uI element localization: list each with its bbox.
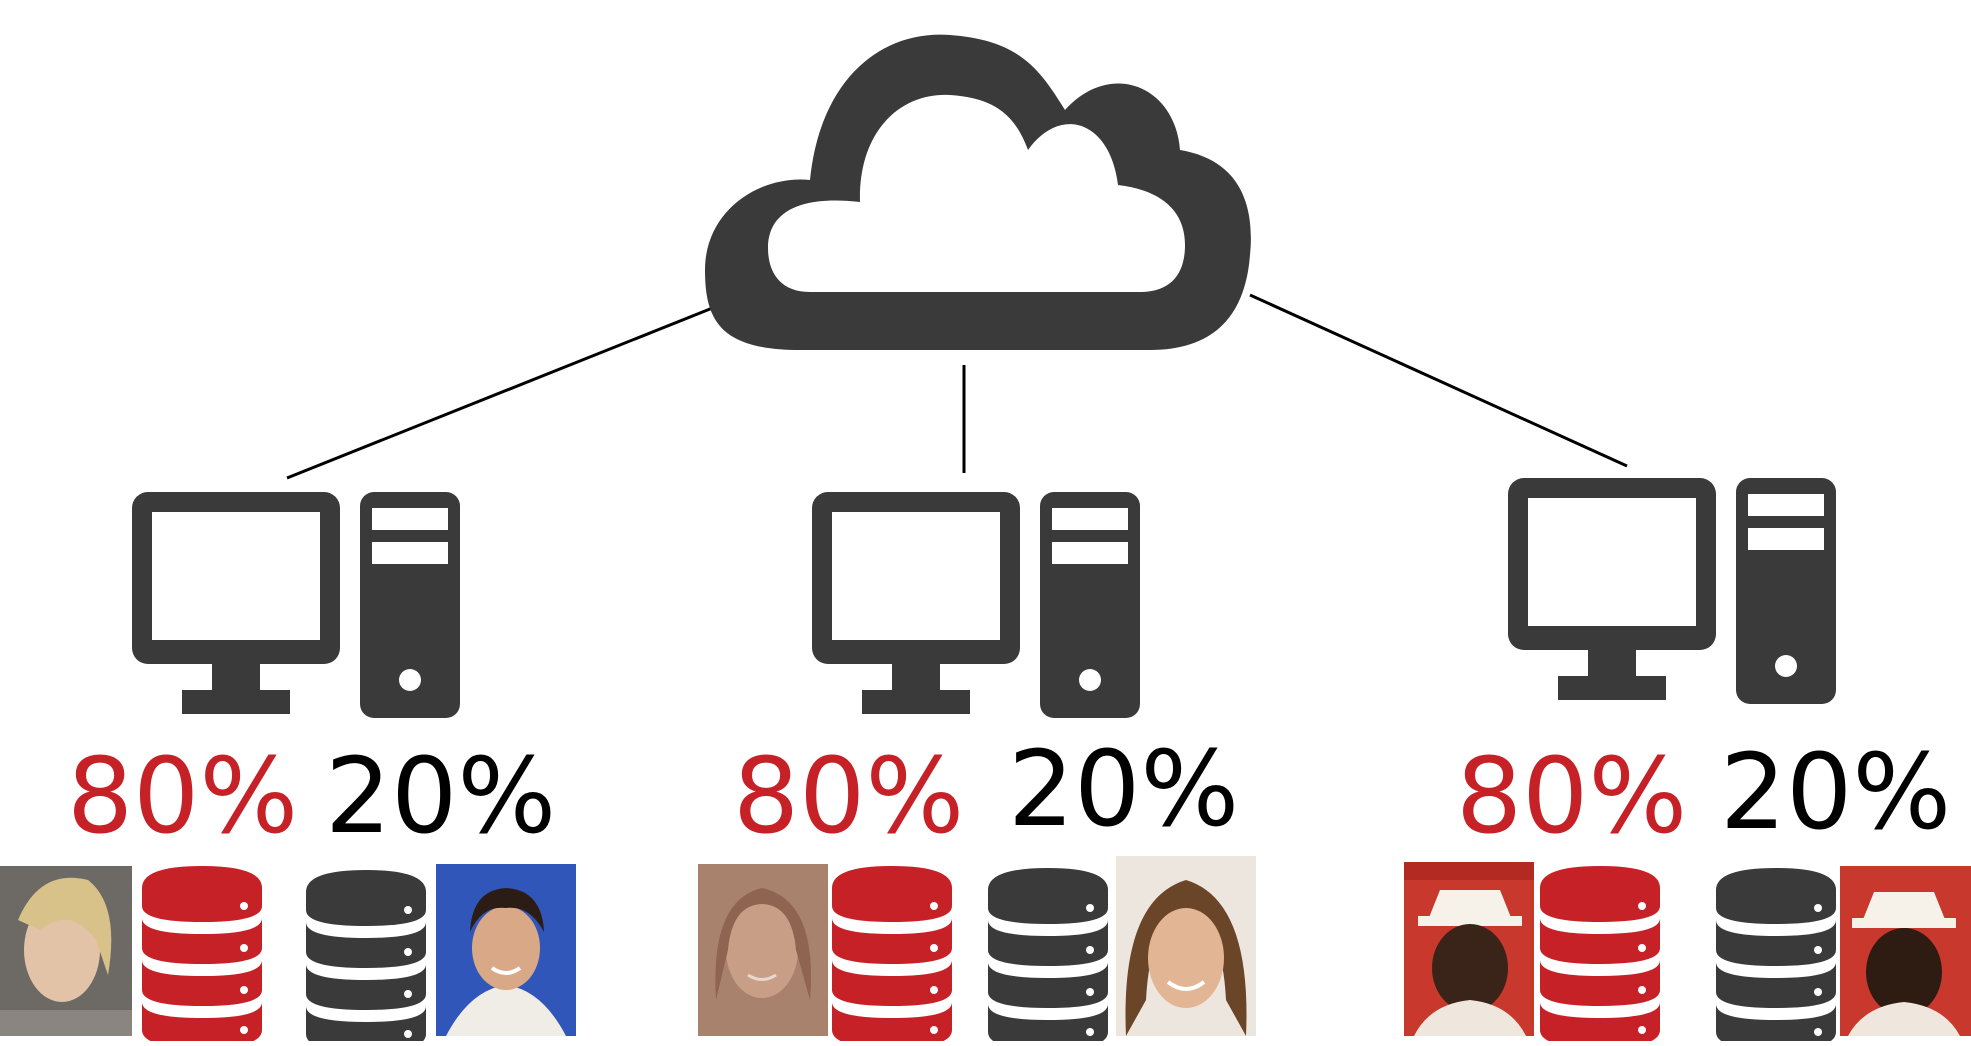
face-photo [698, 864, 828, 1036]
face-photo [1116, 856, 1256, 1036]
connector-line-left [286, 303, 721, 480]
face-photo [1404, 862, 1534, 1036]
connector-line-right [1249, 293, 1628, 468]
percent-label-node2-right: 20% [1008, 728, 1239, 850]
database-icon-red [142, 866, 262, 1046]
database-icon-dark [1716, 868, 1836, 1046]
cloud-icon [705, 34, 1251, 350]
desktop-computer-icon [132, 492, 460, 718]
database-icon-red [1540, 866, 1660, 1046]
database-icon-red [832, 866, 952, 1046]
desktop-computer-icon [1508, 478, 1836, 704]
face-photo [436, 864, 576, 1036]
percent-label-node2-left: 80% [733, 735, 964, 857]
desktop-computer-icon [812, 492, 1140, 718]
face-photo [1840, 866, 1971, 1036]
percent-label-node1-left: 80% [67, 735, 298, 857]
percent-label-node3-right: 20% [1720, 731, 1951, 853]
face-photo [0, 866, 132, 1036]
percent-label-node3-left: 80% [1456, 735, 1687, 857]
percent-label-node1-right: 20% [325, 735, 556, 857]
database-icon-dark [988, 868, 1108, 1046]
database-icon-dark [306, 870, 426, 1046]
